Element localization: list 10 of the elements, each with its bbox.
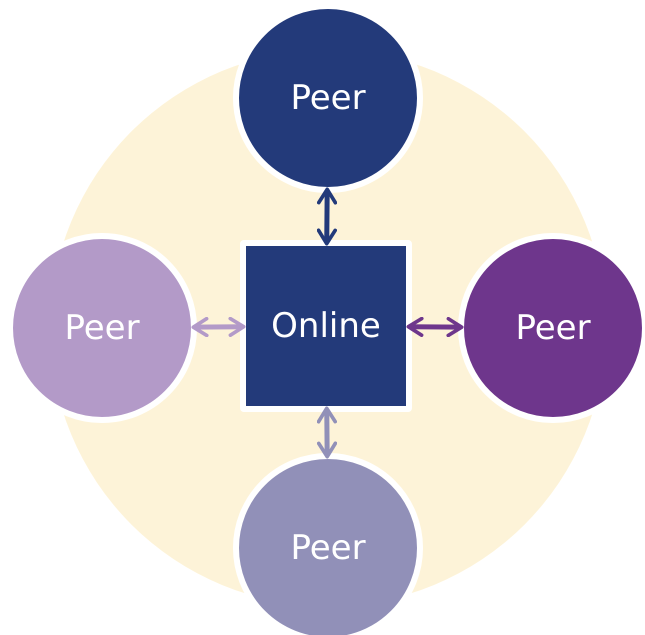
double-arrow <box>316 188 338 246</box>
double-arrow <box>192 316 246 338</box>
node-label: Peer <box>64 308 140 348</box>
node-label: Online <box>271 306 381 346</box>
node-label: Peer <box>290 528 366 568</box>
node-label: Peer <box>515 308 591 348</box>
double-arrow <box>316 406 338 458</box>
double-arrow <box>406 316 464 338</box>
online-square <box>240 240 412 412</box>
node-label: Peer <box>290 78 366 118</box>
